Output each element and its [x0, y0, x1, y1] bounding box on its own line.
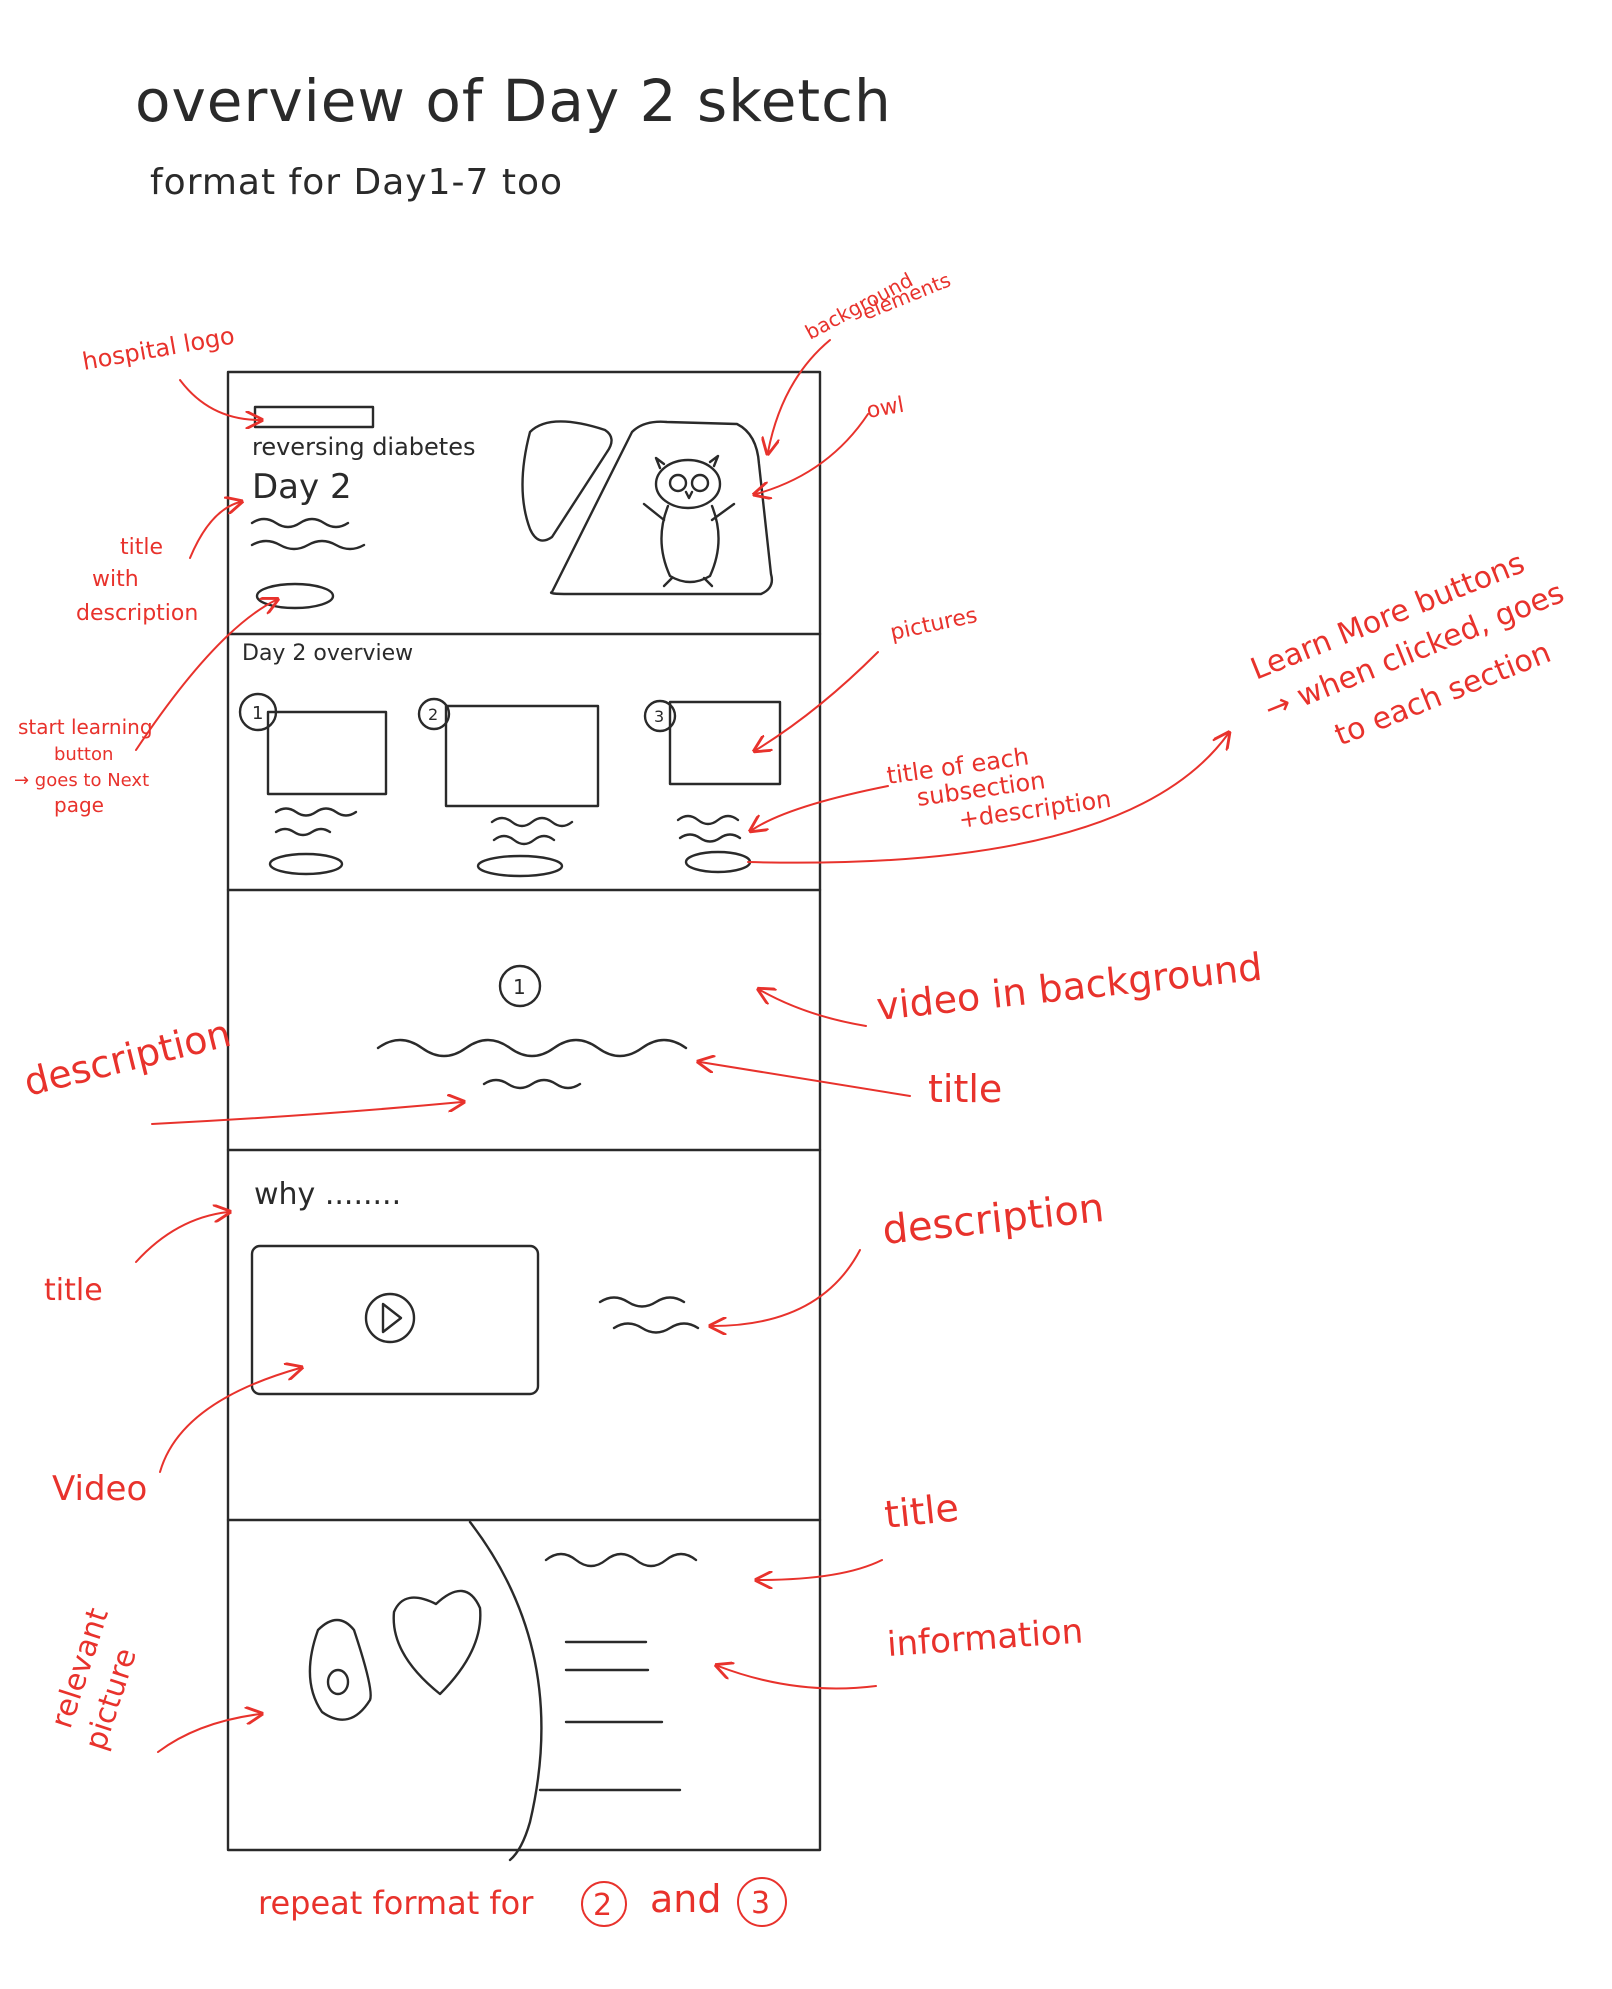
page-title: overview of Day 2 sketch	[135, 67, 892, 135]
section-number: 1	[513, 975, 526, 999]
annotation-description-left: description	[20, 1011, 236, 1105]
annotation-video: Video	[52, 1469, 147, 1509]
why-description-squiggle	[598, 1296, 686, 1308]
arrow-relevant-picture	[157, 1714, 260, 1753]
arrow-video-bg	[760, 990, 867, 1027]
annotation-information: information	[886, 1611, 1085, 1665]
annotation-description-right: description	[880, 1185, 1106, 1254]
annotation-title-with-description: description	[76, 601, 198, 626]
annotation-title-with-description: with	[92, 567, 139, 592]
annotation-pictures: pictures	[888, 603, 980, 646]
start-learning-button	[255, 582, 335, 610]
picture-curve-divider	[468, 1520, 543, 1862]
arrow-information	[718, 1666, 877, 1690]
play-icon	[364, 1292, 416, 1344]
subsection-picture-1	[266, 710, 388, 796]
step-2-number: 2	[428, 705, 438, 724]
annotation-start-learning: page	[54, 793, 104, 817]
video-description-squiggle	[482, 1078, 582, 1090]
why-description-squiggle	[612, 1322, 700, 1334]
subsection-squiggle	[274, 807, 358, 817]
hospital-logo-box	[253, 405, 375, 429]
annotation-video-background: video in background	[874, 945, 1264, 1029]
page-frame	[226, 370, 822, 1852]
play-icon	[381, 1302, 403, 1334]
step-2-badge	[417, 697, 451, 731]
annotation-start-learning: button	[54, 744, 113, 765]
subsection-squiggle	[492, 834, 556, 846]
description-squiggle	[250, 539, 366, 551]
brand-text: reversing diabetes	[252, 433, 475, 461]
overview-heading: Day 2 overview	[242, 641, 413, 666]
arrow-background-elements	[768, 339, 831, 452]
arrow-hospital-logo	[179, 379, 260, 420]
title-squiggle	[250, 517, 350, 529]
annotation-title-mid: title	[928, 1067, 1002, 1111]
annotation-hospital-logo: hospital logo	[80, 322, 237, 376]
subsection-picture-3	[668, 700, 782, 786]
arrow-title-mid	[700, 1062, 911, 1097]
hero-title: Day 2	[252, 467, 352, 507]
subsection-squiggle	[274, 827, 332, 837]
arrow-title	[189, 502, 240, 559]
annotation-repeat-prefix: repeat format for	[258, 1884, 534, 1922]
learn-more-button-1	[268, 852, 344, 876]
information-title-squiggle	[544, 1552, 698, 1568]
step-1-number: 1	[252, 703, 263, 724]
subsection-picture-2	[444, 704, 600, 808]
learn-more-button-3	[684, 850, 752, 874]
repeat-circle-2	[581, 1881, 627, 1927]
video-player	[250, 1244, 540, 1396]
video-title-squiggle	[376, 1038, 688, 1058]
annotation-repeat-and: and	[650, 1877, 722, 1921]
step-3-badge	[643, 699, 677, 733]
annotation-title-bottom: title	[882, 1485, 960, 1537]
annotation-owl: owl	[865, 393, 906, 424]
annotation-repeat-number: 3	[751, 1886, 770, 1921]
learn-more-button-2	[476, 854, 564, 878]
avocado-pit	[326, 1668, 350, 1696]
subsection-squiggle	[676, 814, 740, 826]
arrow-title-left	[135, 1212, 228, 1263]
subsection-squiggle	[490, 816, 574, 828]
arrow-learn-more	[747, 734, 1228, 864]
avocado-icon	[308, 1618, 372, 1721]
owl-mascot	[642, 454, 736, 588]
arrow-pictures	[756, 651, 879, 750]
arrow-subsection	[752, 785, 889, 830]
step-3-number: 3	[654, 707, 664, 726]
heart-icon	[392, 1589, 482, 1696]
arrow-video	[159, 1368, 300, 1473]
page-subtitle: format for Day1-7 too	[150, 162, 563, 203]
annotation-title-with-description: title	[120, 535, 163, 560]
background-shape	[549, 420, 774, 596]
subsection-squiggle	[678, 833, 742, 843]
annotation-start-learning: → goes to Next	[14, 770, 149, 791]
section-number-badge	[498, 964, 542, 1008]
arrow-start-learning	[135, 600, 276, 751]
annotation-repeat-number: 2	[593, 1888, 612, 1923]
why-heading: why ........	[254, 1177, 401, 1212]
arrow-title-bottom	[758, 1559, 883, 1580]
arrow-owl	[756, 413, 869, 494]
background-blob	[521, 420, 613, 542]
annotation-start-learning: start learning	[18, 715, 153, 739]
repeat-circle-3	[737, 1877, 787, 1927]
arrow-description-left	[151, 1102, 462, 1125]
annotation-title-left: title	[44, 1273, 103, 1308]
arrow-description-right	[712, 1249, 861, 1326]
